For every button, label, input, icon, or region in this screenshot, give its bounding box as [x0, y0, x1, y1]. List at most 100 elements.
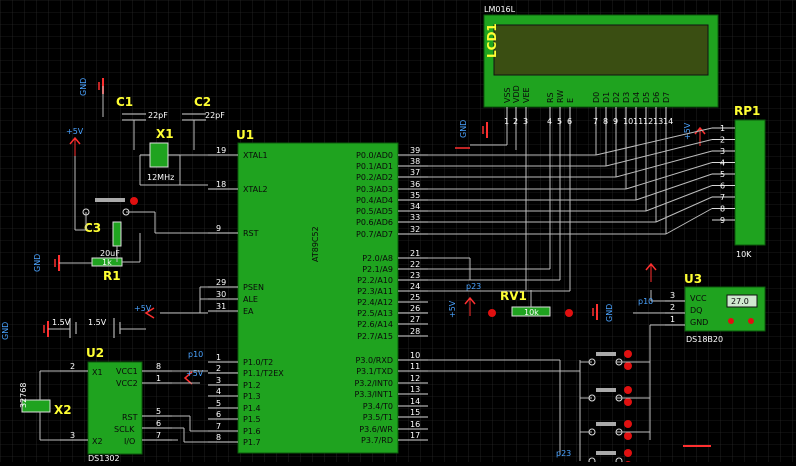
mcu-right-pin-number: 27 — [410, 315, 420, 324]
c3-ref-label: C3 — [84, 221, 101, 235]
lcd-module[interactable]: LM016L LCD1 VSS1VDD2VEE3RS4RW5E6D07D18D2… — [483, 5, 719, 126]
c3-value-label: 20uF — [100, 249, 120, 258]
lcd-pin-name: VDD — [512, 85, 521, 103]
lcd-pin-name: D7 — [662, 92, 671, 103]
rv1-increase-icon[interactable] — [565, 309, 573, 317]
capacitor-c2[interactable]: C2 22pF — [182, 95, 225, 121]
vcc-label: +5V — [186, 369, 204, 378]
lcd-pin-number: 5 — [557, 117, 562, 126]
mcu-left-pin-name: XTAL1 — [243, 151, 268, 160]
r1-ref-label: R1 — [103, 269, 121, 283]
u2-right-pin-number: 1 — [156, 374, 161, 383]
mcu-left-pin-name: PSEN — [243, 283, 264, 292]
push-button-cap[interactable] — [596, 352, 616, 356]
reset-press-icon[interactable] — [130, 197, 138, 205]
push-button-release-icon[interactable] — [624, 432, 632, 440]
vcc-arrow-icon — [183, 371, 193, 385]
push-button-press-icon[interactable] — [624, 386, 632, 394]
lcd-pin-number: 8 — [603, 117, 608, 126]
push-button-press-icon[interactable] — [624, 420, 632, 428]
potentiometer-rv1[interactable]: 10k RV1 — [488, 289, 573, 317]
mcu-right-pin-number: 26 — [410, 304, 420, 313]
u2-vcc2-label: VCC2 — [116, 379, 138, 388]
wire — [665, 208, 713, 235]
mcu-right-pin-number: 16 — [410, 420, 420, 429]
mcu-left-pin-name: RST — [243, 229, 259, 238]
battery[interactable]: 1.5V 1.5V — [52, 318, 121, 338]
u3-pin-dq-label: DQ — [690, 306, 702, 315]
x2-body[interactable] — [21, 399, 51, 413]
mcu-right-pin-name: P0.2/AD2 — [356, 173, 393, 182]
crystal-x2[interactable]: X2 32768 — [19, 383, 72, 417]
ground-label: GND — [605, 304, 614, 322]
u2-left-pin-number: 3 — [70, 431, 75, 440]
lcd-pin-name: D1 — [602, 92, 611, 103]
lcd-pin-name: E — [566, 98, 575, 103]
lcd-pin-name: D3 — [622, 92, 631, 103]
mcu-right-pin-name: P3.5/T1 — [363, 413, 393, 422]
mcu-right-pin-number: 10 — [410, 351, 420, 360]
c3-body[interactable] — [112, 221, 122, 247]
rp1-pin-number: 9 — [720, 216, 725, 225]
resistor-r1[interactable]: 1k R1 — [91, 257, 123, 283]
mcu-right-pin-number: 34 — [410, 202, 420, 211]
vcc-label: +5V — [448, 300, 457, 318]
rp1-body[interactable] — [734, 119, 766, 246]
push-button-cap[interactable] — [596, 451, 616, 455]
u2-body[interactable] — [87, 361, 143, 455]
mcu-right-pin-name: P3.0/RXD — [356, 356, 393, 365]
lcd-part-label: LM016L — [484, 5, 516, 14]
ground-label: GND — [33, 254, 42, 272]
u3-down-icon[interactable] — [728, 318, 734, 324]
sensor-u3[interactable]: U3 DS18B20 VCC DQ GND 27.0 3 2 1 — [665, 272, 766, 344]
capacitor-c1[interactable]: C1 22pF — [116, 95, 168, 121]
mcu-right-pin-name: P2.1/A9 — [362, 265, 393, 274]
lcd-pin-number: 10 — [623, 117, 633, 126]
vcc-label: +5V — [0, 0, 18, 2]
wire — [655, 196, 713, 223]
rp1-pin-number: 1 — [720, 124, 725, 133]
reset-button[interactable] — [82, 197, 138, 216]
mcu-right-pin-number: 38 — [410, 157, 420, 166]
x1-body[interactable] — [149, 142, 169, 168]
rtc-u2[interactable]: U2 DS1302 X1 X2 VCC1 VCC2 RST SCLK I/O 2… — [60, 346, 172, 463]
u3-up-icon[interactable] — [748, 318, 754, 324]
lcd-pin-name: D2 — [612, 92, 621, 103]
lcd-pin-name: VEE — [522, 87, 531, 103]
rp1-pin-number: 5 — [720, 170, 725, 179]
lcd-screen — [493, 24, 709, 76]
u2-right-pin-number: 5 — [156, 407, 161, 416]
c2-value-label: 22pF — [205, 111, 225, 120]
mcu-left-pin-name: ALE — [243, 295, 258, 304]
mcu-left-pin-name: P1.6 — [243, 427, 261, 436]
mcu-right-pin-number: 25 — [410, 293, 420, 302]
mcu-right-pin-number: 36 — [410, 180, 420, 189]
reset-button-cap[interactable] — [95, 198, 125, 202]
push-button-press-icon[interactable] — [624, 449, 632, 457]
push-button-release-icon[interactable] — [624, 398, 632, 406]
mcu-right-pin-number: 17 — [410, 431, 420, 440]
mcu-right-pin-number: 33 — [410, 213, 420, 222]
push-button-cap[interactable] — [596, 388, 616, 392]
mcu-left-pin-name: P1.4 — [243, 404, 261, 413]
rv1-decrease-icon[interactable] — [488, 309, 496, 317]
mcu-body[interactable] — [237, 142, 399, 454]
mcu-right-pin-name: P2.7/A15 — [357, 332, 393, 341]
push-button-press-icon[interactable] — [624, 350, 632, 358]
mcu-right-pin-number: 37 — [410, 168, 420, 177]
lcd-pin-number: 1 — [504, 117, 509, 126]
push-button-cap[interactable] — [596, 422, 616, 426]
push-button-release-icon[interactable] — [624, 362, 632, 370]
mcu-right-pin-name: P3.3/INT1 — [354, 390, 393, 399]
crystal-x1[interactable]: X1 12MHz — [140, 127, 180, 182]
mcu-right-pin-number: 14 — [410, 397, 420, 406]
rp1-ref-label: RP1 — [734, 104, 760, 118]
mcu-u1[interactable]: U1 AT89C52 19XTAL118XTAL29RST29PSEN30ALE… — [208, 128, 428, 454]
lcd-pin-number: 11 — [633, 117, 643, 126]
mcu-left-pin-number: 3 — [216, 376, 221, 385]
mcu-right-pin-name: P2.6/A14 — [357, 320, 393, 329]
